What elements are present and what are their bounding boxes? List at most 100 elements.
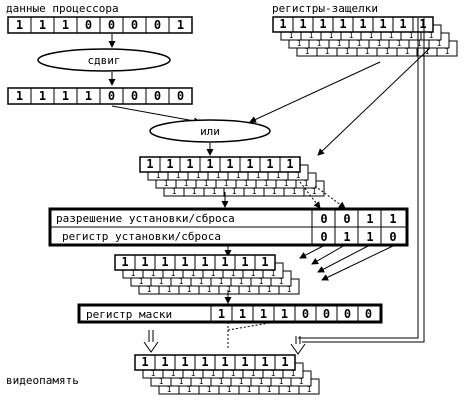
bit-cell: 1	[419, 17, 426, 31]
bit-cell: 1	[244, 179, 249, 188]
bit-cell: 1	[221, 255, 228, 269]
bit-cell: 1	[239, 377, 244, 386]
bit-cell: 1	[417, 39, 422, 48]
bit-cell: 1	[267, 385, 272, 394]
bit-cell: 1	[379, 17, 386, 31]
bit-cell: 1	[146, 157, 153, 171]
bit-cell: 1	[365, 47, 370, 56]
bit-cell: 1	[219, 277, 224, 286]
bit-cell: 1	[399, 17, 406, 31]
arrow-or-to-sr-1	[299, 181, 321, 209]
bypass-double-line-2	[302, 18, 425, 343]
bit-cell: 1	[231, 269, 236, 278]
bit-cell: 1	[345, 47, 350, 56]
bit-cell: 1	[287, 385, 292, 394]
bit-cell: 1	[317, 39, 322, 48]
bit-cell: 1	[369, 31, 374, 40]
sr-bit: 1	[343, 230, 350, 244]
bit-cell: 1	[186, 157, 193, 171]
bit-cell: 1	[219, 377, 224, 386]
bit-cell: 1	[337, 39, 342, 48]
bit-cell: 1	[179, 377, 184, 386]
bit-cell: 1	[299, 377, 304, 386]
bit-cell: 1	[121, 255, 128, 269]
mask-label: регистр маски	[86, 308, 172, 321]
or-label: или	[200, 125, 220, 138]
bit-cell: 0	[177, 89, 184, 103]
bit-cell: 1	[164, 179, 169, 188]
bit-cell: 0	[108, 89, 115, 103]
bit-cell: 1	[216, 171, 221, 180]
bit-cell: 1	[207, 385, 212, 394]
bit-cell: 1	[231, 369, 236, 378]
cpu-data-label: данные процессора	[6, 2, 119, 15]
bit-cell: 1	[291, 369, 296, 378]
bit-cell: 1	[357, 39, 362, 48]
bit-cell: 1	[286, 157, 293, 171]
bit-cell: 1	[236, 171, 241, 180]
bit-cell: 1	[261, 255, 268, 269]
bit-cell: 1	[272, 187, 277, 196]
bit-cell: 1	[287, 285, 292, 294]
bit-cell: 1	[192, 187, 197, 196]
bit-cell: 1	[212, 187, 217, 196]
bit-cell: 1	[267, 285, 272, 294]
bit-cell: 1	[187, 285, 192, 294]
or-ellipse	[149, 119, 271, 143]
bit-cell: 1	[176, 171, 181, 180]
mask-bit: 1	[260, 307, 267, 321]
bit-cell: 1	[239, 277, 244, 286]
mask-bit: 0	[302, 307, 309, 321]
bit-cell: 1	[279, 277, 284, 286]
bit-cell: 1	[319, 17, 326, 31]
set-reset-enable-label: разрешение установки/сброса	[56, 212, 235, 225]
bit-cell: 0	[154, 89, 161, 103]
bit-cell: 1	[191, 269, 196, 278]
bit-cell: 1	[141, 255, 148, 269]
video-memory-label: видеопамять	[6, 374, 79, 387]
bit-cell: 1	[349, 31, 354, 40]
bit-cell: 1	[139, 277, 144, 286]
arrow-latch-to-or	[249, 61, 381, 123]
bit-cell: 1	[246, 157, 253, 171]
bit-cell: 1	[261, 355, 268, 369]
sr-bit: 1	[366, 212, 373, 226]
sr-bit: 1	[389, 212, 396, 226]
bit-cell: 1	[16, 89, 23, 103]
bit-cell: 1	[227, 285, 232, 294]
bit-cell: 1	[325, 47, 330, 56]
arrow-latch-to-result	[317, 47, 431, 156]
bit-cell: 1	[191, 369, 196, 378]
bit-cell: 1	[279, 377, 284, 386]
sr-bit: 0	[389, 230, 396, 244]
sr-bit: 0	[320, 212, 327, 226]
bit-cell: 1	[312, 187, 317, 196]
bit-cell: 1	[305, 47, 310, 56]
mask-bit: 1	[218, 307, 225, 321]
bit-cell: 1	[184, 179, 189, 188]
bit-cell: 1	[264, 179, 269, 188]
arrow-sr-to-planes-1	[299, 244, 326, 259]
bit-cell: 1	[161, 355, 168, 369]
bit-cell: 1	[251, 369, 256, 378]
bit-cell: 1	[181, 255, 188, 269]
bit-cell: 1	[62, 89, 69, 103]
mask-bit: 0	[344, 307, 351, 321]
bit-cell: 1	[147, 285, 152, 294]
bit-cell: 1	[397, 39, 402, 48]
bit-cell: 1	[172, 187, 177, 196]
shift-label: сдвиг	[87, 54, 120, 67]
mask-box	[77, 303, 383, 324]
bit-cell: 1	[211, 369, 216, 378]
bit-cell: 1	[289, 31, 294, 40]
bit-cell: 1	[161, 255, 168, 269]
bit-cell: 0	[131, 89, 138, 103]
bit-cell: 1	[226, 157, 233, 171]
